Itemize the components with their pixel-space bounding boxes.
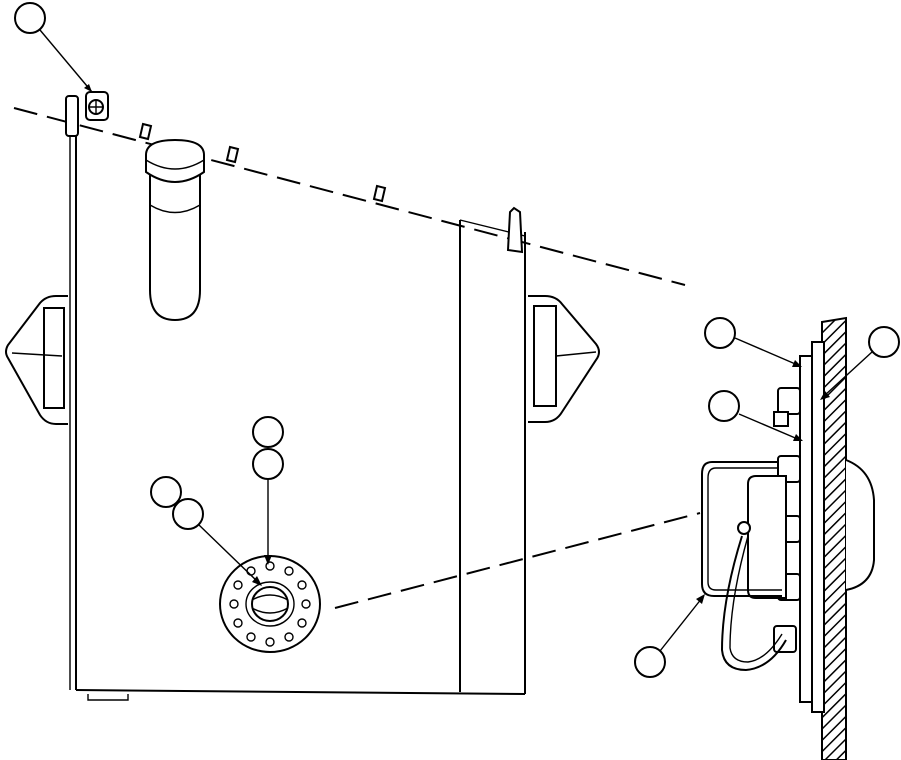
- left-bracket: [5, 295, 68, 425]
- detail-view: [701, 316, 875, 760]
- callout-left-b: [172, 498, 204, 530]
- callout-detail-upper-right: [868, 326, 900, 358]
- cable-terminal: [737, 521, 751, 535]
- filler-cap: [145, 138, 205, 183]
- right-bracket: [528, 295, 600, 423]
- callout-left-a: [150, 476, 182, 508]
- tank-body: [13, 107, 686, 701]
- detail-bolts: [773, 387, 801, 653]
- top-tabs: [138, 122, 524, 254]
- callout-detail-middle: [708, 390, 740, 422]
- strap-loop: [701, 461, 782, 597]
- drain-flange: [219, 555, 321, 653]
- callouts: [14, 2, 900, 678]
- tank-top-edge: [13, 107, 686, 286]
- callout-detail-upper-left: [704, 317, 736, 349]
- vent-valve: [65, 91, 109, 137]
- hatched-wall: [821, 316, 847, 760]
- ground-cable: [720, 535, 787, 672]
- filler-neck: [145, 138, 205, 322]
- projection-line: [334, 512, 701, 609]
- callout-mid-upper: [252, 416, 284, 448]
- tank-bottom: [75, 689, 526, 695]
- callout-mid-lower: [252, 448, 284, 480]
- callout-detail-lower: [634, 646, 666, 678]
- callout-top-left: [14, 2, 46, 34]
